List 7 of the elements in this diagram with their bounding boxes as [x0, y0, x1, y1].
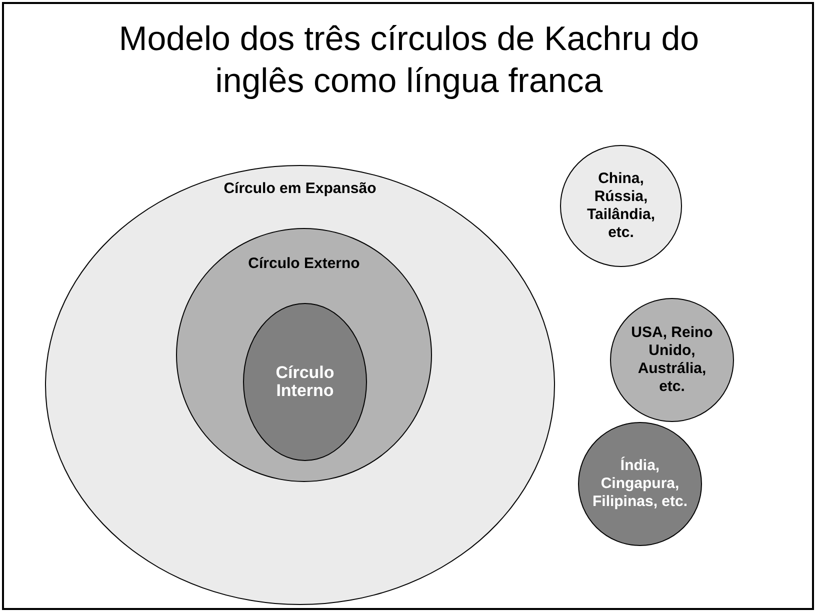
circle-label: Círculo em Expansão — [222, 180, 378, 198]
circle-label: Círculo Interno — [274, 364, 336, 400]
diagram-title: Modelo dos três círculos de Kachru do inglês como língua franca — [118, 19, 700, 102]
circle-label: Círculo Externo — [247, 255, 361, 273]
circle-label: China, Rússia, Tailândia, etc. — [586, 170, 656, 242]
circle-label: USA, Reino Unido, Austrália, etc. — [630, 324, 714, 396]
circle-label: Índia, Cingapura, Filipinas, etc. — [591, 457, 689, 511]
